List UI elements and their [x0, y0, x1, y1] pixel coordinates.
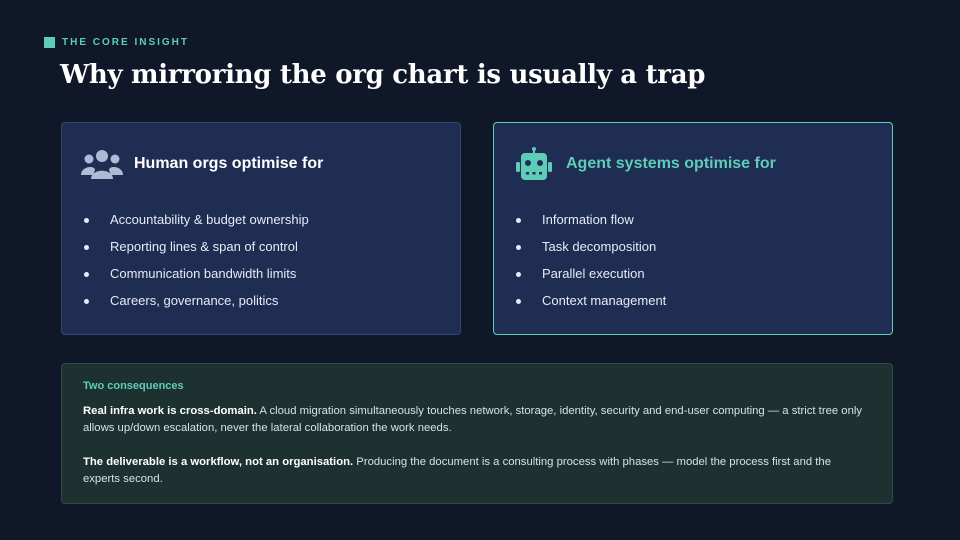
list-item-text: Careers, governance, politics	[110, 293, 279, 308]
agent-systems-card: Agent systems optimise for Information f…	[493, 122, 893, 335]
people-icon	[80, 147, 124, 181]
consequence-text: Producing the document is a consulting p…	[83, 456, 832, 485]
human-orgs-card-header: Human orgs optimise for	[80, 147, 323, 181]
list-item-text: Accountability & budget ownership	[110, 212, 309, 227]
consequence-paragraph: Real infra work is cross-domain. A cloud…	[83, 403, 871, 437]
agent-systems-title: Agent systems optimise for	[566, 155, 776, 172]
consequence-text: A cloud migration simultaneously touches…	[83, 405, 863, 434]
list-item: Reporting lines & span of control	[84, 239, 309, 266]
list-item: Accountability & budget ownership	[84, 212, 309, 239]
slide-title: Why mirroring the org chart is usually a…	[60, 60, 706, 90]
consequence-lead: Real infra work is cross-domain.	[83, 405, 257, 417]
list-item: Context management	[516, 293, 666, 320]
human-orgs-list: Accountability & budget ownership Report…	[84, 212, 309, 320]
bullet-icon	[516, 218, 521, 223]
bullet-icon	[84, 245, 89, 250]
human-orgs-card: Human orgs optimise for Accountability &…	[61, 122, 461, 335]
bullet-icon	[516, 299, 521, 304]
consequences-title: Two consequences	[83, 380, 184, 392]
bullet-icon	[84, 218, 89, 223]
list-item: Information flow	[516, 212, 666, 239]
list-item: Careers, governance, politics	[84, 293, 309, 320]
consequence-lead: The deliverable is a workflow, not an or…	[83, 456, 354, 468]
list-item-text: Reporting lines & span of control	[110, 239, 298, 254]
list-item-text: Task decomposition	[542, 239, 657, 254]
human-orgs-title: Human orgs optimise for	[134, 155, 324, 172]
robot-icon	[512, 147, 556, 181]
list-item: Task decomposition	[516, 239, 666, 266]
list-item-text: Context management	[542, 293, 667, 308]
list-item-text: Information flow	[542, 212, 634, 227]
list-item: Parallel execution	[516, 266, 666, 293]
list-item-text: Parallel execution	[542, 266, 645, 281]
eyebrow: THE CORE INSIGHT	[44, 37, 189, 48]
bullet-icon	[84, 299, 89, 304]
bullet-icon	[516, 245, 521, 250]
eyebrow-label: THE CORE INSIGHT	[62, 37, 190, 48]
agent-systems-list: Information flow Task decomposition Para…	[516, 212, 666, 320]
agent-systems-card-header: Agent systems optimise for	[512, 147, 776, 181]
bullet-icon	[84, 272, 89, 277]
consequences-panel: Two consequences Real infra work is cros…	[61, 363, 893, 504]
eyebrow-square-icon	[44, 37, 55, 48]
list-item: Communication bandwidth limits	[84, 266, 309, 293]
list-item-text: Communication bandwidth limits	[110, 266, 297, 281]
consequence-paragraph: The deliverable is a workflow, not an or…	[83, 454, 871, 488]
bullet-icon	[516, 272, 521, 277]
